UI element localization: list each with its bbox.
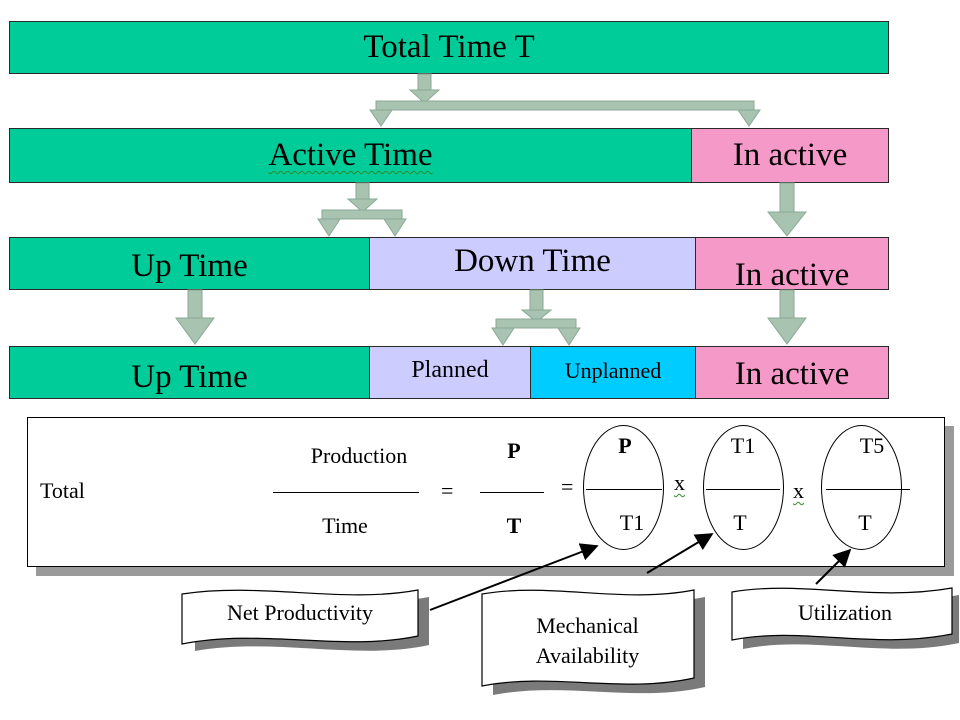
- total-time-label: Total Time T: [363, 29, 535, 65]
- up-time-bar-row4: Up Time: [9, 346, 370, 399]
- oval1-line: [586, 489, 662, 490]
- oval-utilization: [821, 425, 902, 550]
- oval2-denominator: T: [733, 510, 747, 535]
- frac1-numerator: Production: [310, 443, 408, 468]
- mechanical-label-line2: Availability: [535, 643, 640, 668]
- oval-mechanical-availability: [703, 425, 784, 550]
- inactive-label-row4: In active: [734, 356, 850, 392]
- net-productivity-label: Net Productivity: [226, 600, 374, 625]
- equals-sign-1: =: [441, 478, 454, 503]
- frac2-numerator: P: [507, 438, 521, 463]
- frac1-line: [273, 492, 419, 493]
- planned-bar: Planned: [369, 346, 531, 399]
- pointer-net-productivity: [429, 543, 599, 611]
- up-time-label-row4: Up Time: [131, 359, 248, 395]
- inactive-bar-row4: In active: [695, 346, 889, 399]
- formula-total-label: Total: [40, 478, 85, 503]
- oval3-line: [826, 489, 910, 490]
- oval-net-productivity: [583, 425, 664, 550]
- equals-sign-2: =: [561, 474, 574, 499]
- times-sign-2: x: [793, 478, 804, 503]
- mechanical-label-line1: Mechanical: [536, 613, 639, 638]
- active-time-label: Active Time: [268, 137, 433, 173]
- pointer-utilization: [815, 548, 852, 585]
- net-productivity-banner: [181, 589, 429, 651]
- frac2-line: [480, 492, 544, 493]
- unplanned-bar: Unplanned: [530, 346, 696, 399]
- inactive-label-row3: In active: [734, 257, 850, 293]
- inactive-label-row2: In active: [732, 137, 848, 173]
- pointer-mechanical-availability: [646, 533, 714, 574]
- total-time-bar: Total Time T: [9, 21, 889, 74]
- planned-label: Planned: [411, 357, 489, 383]
- mechanical-availability-banner: [481, 589, 705, 695]
- up-time-bar-row3: Up Time: [9, 237, 370, 290]
- utilization-banner: [731, 587, 959, 649]
- oval2-line: [706, 489, 780, 490]
- oval1-numerator: P: [618, 433, 632, 458]
- oval3-denominator: T: [858, 510, 872, 535]
- down-time-bar: Down Time: [369, 237, 696, 290]
- frac2-denominator: T: [506, 513, 522, 538]
- down-time-label: Down Time: [454, 243, 611, 279]
- utilization-label: Utilization: [797, 600, 893, 625]
- times-sign-1: x: [674, 470, 685, 495]
- inactive-bar-row3: In active: [695, 237, 889, 293]
- oval3-numerator: T5: [859, 433, 885, 458]
- frac1-denominator: Time: [322, 513, 368, 538]
- inactive-bar-row2: In active: [691, 128, 889, 183]
- unplanned-label: Unplanned: [564, 357, 662, 383]
- oval2-numerator: T1: [730, 433, 756, 458]
- oval1-denominator: T1: [619, 510, 645, 535]
- up-time-label-row3: Up Time: [131, 248, 248, 284]
- active-time-bar: Active Time: [9, 128, 692, 183]
